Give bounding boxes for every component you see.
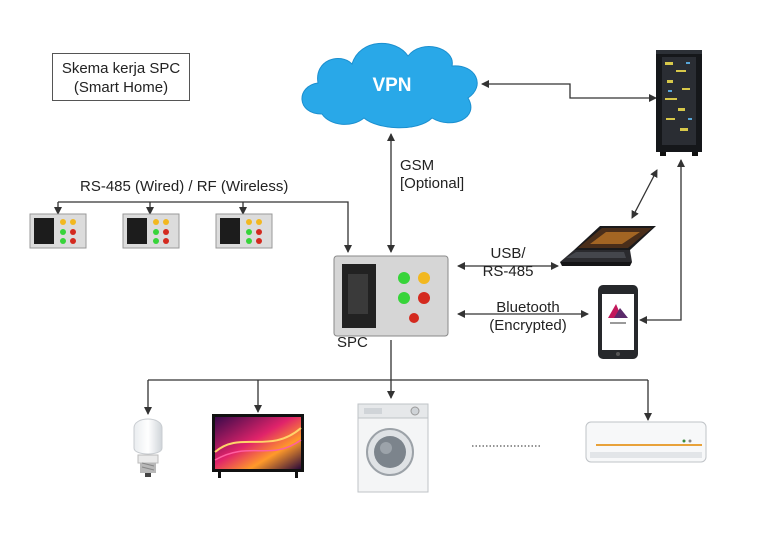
air-conditioner — [585, 421, 707, 463]
bluetooth-label-line2: (Encrypted) — [489, 317, 567, 334]
server-laptop-link — [631, 169, 658, 219]
bus-label: RS-485 (Wired) / RF (Wireless) — [80, 178, 289, 195]
diagram-title-box: Skema kerja SPC (Smart Home) — [52, 53, 190, 101]
gsm-label: GSM [Optional] — [400, 157, 464, 193]
laptop — [560, 226, 656, 266]
usb-label-line2: RS-485 — [482, 263, 534, 280]
diagram-subtitle: (Smart Home) — [73, 79, 169, 96]
connection-lines — [54, 80, 685, 447]
vpn-cloud: VPN — [301, 43, 478, 129]
bluetooth-label: Bluetooth (Encrypted) — [476, 299, 580, 335]
remote-node-3 — [215, 213, 273, 249]
spc-controller — [333, 255, 449, 337]
washing-machine — [357, 403, 429, 493]
led-bulb — [133, 418, 163, 477]
diagram-title: Skema kerja SPC — [61, 60, 181, 77]
bus-link — [58, 201, 352, 253]
spc-label: SPC — [337, 334, 368, 351]
server-rack — [656, 50, 702, 156]
remote-node-2 — [122, 213, 180, 249]
smartphone — [598, 285, 638, 359]
usb-label-line1: USB/ — [490, 245, 526, 262]
television — [212, 414, 304, 478]
vpn-server-link — [481, 80, 657, 102]
remote-node-1 — [29, 213, 87, 249]
gsm-label-line2: [Optional] — [400, 175, 465, 192]
bluetooth-label-line1: Bluetooth — [496, 299, 560, 316]
usb-label: USB/ RS-485 — [470, 245, 546, 281]
vpn-label: VPN — [372, 75, 411, 96]
server-phone-link — [639, 159, 685, 324]
gsm-label-line1: GSM — [400, 157, 435, 174]
